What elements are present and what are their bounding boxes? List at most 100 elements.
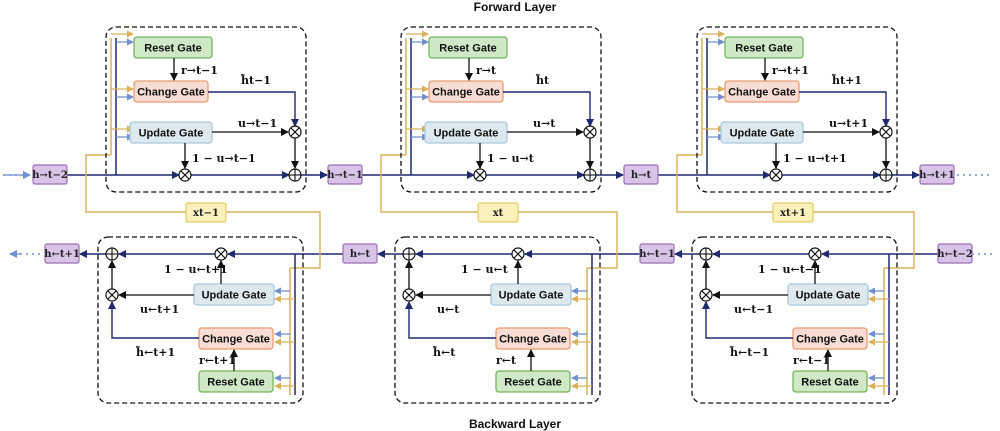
backward-state-0-label: h←t+1 xyxy=(44,249,80,260)
forward-cell-frame xyxy=(105,26,307,193)
backward-state-1-box xyxy=(342,243,378,264)
input-x-2: xt+1 xyxy=(772,202,814,223)
candidate-label: h̃t xyxy=(535,74,550,87)
change-gate-label: Change Gate xyxy=(499,334,567,346)
backward-state-2: h←t−1 xyxy=(639,243,675,264)
multiply-icon-stroke xyxy=(810,249,820,259)
candidate-label: h̃←t+1 xyxy=(135,346,175,359)
forward-state-3: h→t+1 xyxy=(919,164,955,185)
complement-label: 1 − u←t+1 xyxy=(164,263,228,276)
state-add xyxy=(879,168,893,182)
update-gate: Update Gate xyxy=(787,283,869,306)
state-add xyxy=(402,247,416,261)
update-gate-label: Update Gate xyxy=(730,128,795,140)
reset-gate-label: Reset Gate xyxy=(801,377,858,389)
multiply-icon-stroke xyxy=(701,290,711,300)
reset-gate-label: Reset Gate xyxy=(439,43,496,55)
update-gate-label: Update Gate xyxy=(139,128,204,140)
complement-label: 1 − u→t+1 xyxy=(783,152,847,165)
backward-state-2-box xyxy=(639,243,675,264)
change-gate-label: Change Gate xyxy=(432,87,500,99)
update-signal: u←t+1 xyxy=(140,303,179,316)
input-x-2-label: xt+1 xyxy=(780,208,806,219)
backward-state-1: h←t xyxy=(342,243,378,264)
change-gate-label: Change Gate xyxy=(796,334,864,346)
forward-state-1-label: h→t−1 xyxy=(327,170,363,181)
reset-gate-box xyxy=(792,370,868,393)
state-add xyxy=(288,168,302,182)
backward-state-1-label: h←t xyxy=(350,249,371,260)
update-gate-label: Update Gate xyxy=(796,290,861,302)
backward-state-3: h←t−2 xyxy=(937,243,973,264)
state-add xyxy=(105,247,119,261)
update-signal: u→t+1 xyxy=(829,117,868,130)
forward-state-1-box xyxy=(327,164,363,185)
multiply-icon-stroke xyxy=(585,127,595,137)
backward-state-3-box xyxy=(937,243,973,264)
update-gate: Update Gate xyxy=(490,283,572,306)
multiply-icon-stroke xyxy=(513,249,523,259)
reset-gate: Reset Gate xyxy=(792,370,868,393)
backward-state-3-label: h←t−2 xyxy=(937,249,973,260)
candidate-multiply xyxy=(105,288,119,302)
connections xyxy=(3,154,996,269)
retain-multiply xyxy=(769,168,783,182)
update-signal: u←t xyxy=(437,303,460,316)
candidate-path xyxy=(799,91,890,127)
states: h→t−2 h→t−1 h→t h→t+1 h←t+1 h←t h←t−1 h←t−2 xt−1… xyxy=(32,164,973,264)
state-add xyxy=(583,168,597,182)
reset-gate: Reset Gate xyxy=(428,36,508,59)
reset-signal: r←t−1 xyxy=(793,354,830,367)
reset-gate-box xyxy=(133,36,213,59)
reset-gate: Reset Gate xyxy=(724,36,804,59)
reset-signal: r→t xyxy=(476,64,497,77)
reset-gate: Reset Gate xyxy=(198,370,274,393)
backward-state-0: h←t+1 xyxy=(44,243,80,264)
change-gate: Change Gate xyxy=(133,80,209,103)
retain-multiply xyxy=(808,247,822,261)
update-gate: Update Gate xyxy=(424,121,508,144)
candidate-path xyxy=(702,301,793,339)
forward-state-0-box xyxy=(32,164,68,185)
reset-gate-box xyxy=(198,370,274,393)
forward-layer-title: Forward Layer xyxy=(474,0,557,14)
reset-signal: r→t+1 xyxy=(772,64,809,77)
forward-cell-frame xyxy=(400,26,602,193)
change-gate-label: Change Gate xyxy=(137,87,205,99)
update-gate: Update Gate xyxy=(720,121,804,144)
update-gate-label: Update Gate xyxy=(434,128,499,140)
reset-gate-box xyxy=(495,370,571,393)
input-x-0-label: xt−1 xyxy=(193,208,219,219)
input-x-0: xt−1 xyxy=(185,202,227,223)
backward-state-0-box xyxy=(44,243,80,264)
reset-gate-label: Reset Gate xyxy=(504,377,561,389)
candidate-multiply xyxy=(288,125,302,139)
candidate-multiply xyxy=(402,288,416,302)
reset-gate: Reset Gate xyxy=(133,36,213,59)
complement-label: 1 − u→t−1 xyxy=(192,152,256,165)
reset-signal: r→t−1 xyxy=(181,64,218,77)
state-add xyxy=(699,247,713,261)
forward-state-2: h→t xyxy=(623,164,659,185)
reset-gate-box xyxy=(724,36,804,59)
update-signal: u→t xyxy=(533,117,556,130)
multiply-icon-stroke xyxy=(475,170,485,180)
change-gate: Change Gate xyxy=(428,80,504,103)
reset-gate-label: Reset Gate xyxy=(144,43,201,55)
multiply-icon-stroke xyxy=(107,290,117,300)
retain-multiply xyxy=(178,168,192,182)
complement-label: 1 − u→t xyxy=(487,152,535,165)
input-x-1-label: xt xyxy=(493,208,504,219)
forward-state-3-box xyxy=(919,164,955,185)
forward-cell-frame xyxy=(696,26,898,193)
retain-multiply xyxy=(511,247,525,261)
reset-gate-label: Reset Gate xyxy=(735,43,792,55)
change-gate: Change Gate xyxy=(724,80,800,103)
forward-state-3-label: h→t+1 xyxy=(919,170,955,181)
multiply-icon-stroke xyxy=(771,170,781,180)
backward-cell-frame xyxy=(691,236,898,404)
forward-state-0-label: h→t−2 xyxy=(32,170,68,181)
